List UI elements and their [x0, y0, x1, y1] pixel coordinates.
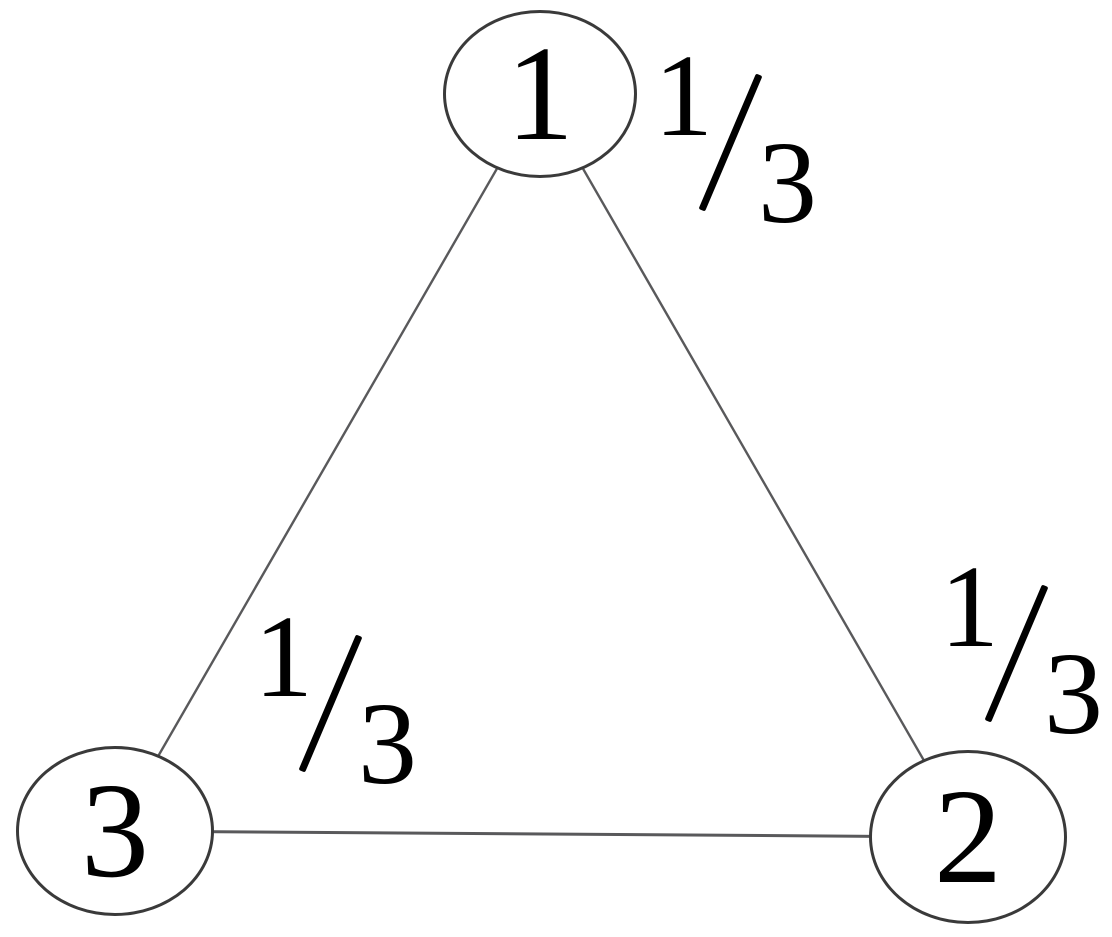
node-1-value-label: 1 3 [652, 37, 817, 242]
node-2-label: 2 [934, 762, 1002, 912]
node-3-value-label: 1 3 [252, 598, 417, 803]
node-2: 2 [869, 750, 1067, 924]
edge-3-2 [114, 829, 969, 839]
fraction-numerator: 1 [940, 541, 999, 672]
fraction-numerator: 1 [654, 30, 713, 161]
node-3-label: 3 [81, 756, 149, 906]
fraction-denominator: 3 [358, 678, 417, 809]
node-3: 3 [16, 746, 214, 916]
edge-1-3 [113, 93, 542, 832]
fraction-denominator: 3 [1044, 628, 1103, 759]
fraction-denominator: 3 [758, 117, 817, 248]
node-2-value-label: 1 3 [938, 548, 1103, 753]
fraction-numerator: 1 [254, 591, 313, 722]
node-1: 1 [443, 10, 637, 178]
edge-1-2 [538, 93, 970, 838]
node-1-label: 1 [506, 19, 574, 169]
